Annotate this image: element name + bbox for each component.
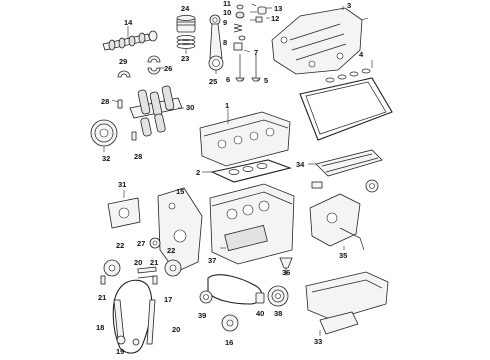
chain-guide-parts — [100, 266, 158, 285]
callout-1: 1 — [225, 101, 229, 110]
callout-21a: 21 — [98, 293, 106, 302]
callout-25: 25 — [209, 77, 217, 86]
callout-22a: 22 — [116, 241, 124, 250]
callout-17: 17 — [164, 295, 172, 304]
callout-35: 35 — [339, 251, 347, 260]
callout-11: 11 — [223, 0, 231, 8]
crankshaft-part — [129, 85, 184, 137]
callout-9: 9 — [223, 18, 227, 27]
callout-28b: 28 — [134, 152, 142, 161]
timing-chain-part — [112, 279, 156, 354]
oil-baffle-part — [308, 149, 383, 177]
callout-4: 4 — [359, 50, 364, 59]
callout-34: 34 — [296, 160, 305, 169]
oil-pan-part — [305, 271, 389, 336]
callout-36: 36 — [282, 268, 290, 277]
timing-cover-part — [157, 187, 203, 273]
callout-27: 27 — [137, 239, 145, 248]
callout-40: 40 — [256, 309, 264, 318]
callout-18: 18 — [96, 323, 104, 332]
water-pump-pulley-part — [267, 285, 289, 307]
callout-14: 14 — [124, 18, 133, 27]
callout-7: 7 — [254, 48, 258, 57]
callout-31: 31 — [118, 180, 126, 189]
callout-6: 6 — [226, 75, 230, 84]
callout-29: 29 — [119, 57, 127, 66]
callout-16: 16 — [225, 338, 233, 347]
callout-28a: 28 — [101, 97, 109, 106]
tensioner-bolt-part — [255, 292, 265, 304]
valve-parts — [233, 4, 267, 82]
crank-sprocket-part — [221, 314, 239, 332]
callout-39: 39 — [198, 311, 206, 320]
callout-2: 2 — [196, 168, 200, 177]
callout-22b: 22 — [167, 246, 175, 255]
bearing-shells-part — [117, 55, 161, 78]
piston-part — [176, 15, 196, 33]
callout-33: 33 — [314, 337, 322, 346]
damper-pulley-part — [90, 119, 118, 152]
callout-24: 24 — [181, 4, 190, 13]
leader-lines — [111, 3, 373, 249]
callout-15: 15 — [176, 187, 184, 196]
callout-5: 5 — [264, 76, 268, 85]
callout-38: 38 — [274, 309, 282, 318]
camshaft-part — [102, 26, 158, 51]
callout-20b: 20 — [172, 325, 180, 334]
oil-pump-part — [309, 179, 379, 251]
chain-tensioner-part — [279, 257, 293, 276]
callout-20a: 20 — [134, 258, 142, 267]
callout-12: 12 — [271, 14, 279, 23]
valve-cover-gasket-part — [299, 68, 393, 141]
drive-belt-part — [207, 274, 263, 305]
callout-labels: 1 2 3 4 5 6 7 8 9 10 11 12 13 14 15 16 1… — [96, 0, 364, 356]
cylinder-head-part — [199, 109, 291, 167]
callout-10: 10 — [223, 8, 231, 17]
callout-21b: 21 — [150, 258, 158, 267]
piston-rings-part — [176, 35, 196, 54]
bolt-parts — [117, 99, 137, 141]
callout-23: 23 — [181, 54, 189, 63]
callout-30: 30 — [186, 103, 194, 112]
callout-32: 32 — [102, 154, 110, 163]
callout-26: 26 — [164, 64, 172, 73]
idler-pulley-part — [199, 290, 213, 304]
intake-manifold-part — [271, 6, 363, 75]
cam-phaser-part — [103, 259, 182, 277]
front-seal-part — [107, 190, 141, 229]
callout-37: 37 — [208, 256, 216, 265]
callout-3: 3 — [347, 1, 351, 10]
callout-13: 13 — [274, 4, 282, 13]
callout-8: 8 — [223, 38, 227, 47]
connecting-rod-part — [208, 14, 224, 74]
head-gasket-part — [202, 159, 292, 183]
engine-block-part — [209, 183, 295, 265]
crank-seal-part — [149, 237, 161, 249]
callout-19: 19 — [116, 347, 124, 356]
